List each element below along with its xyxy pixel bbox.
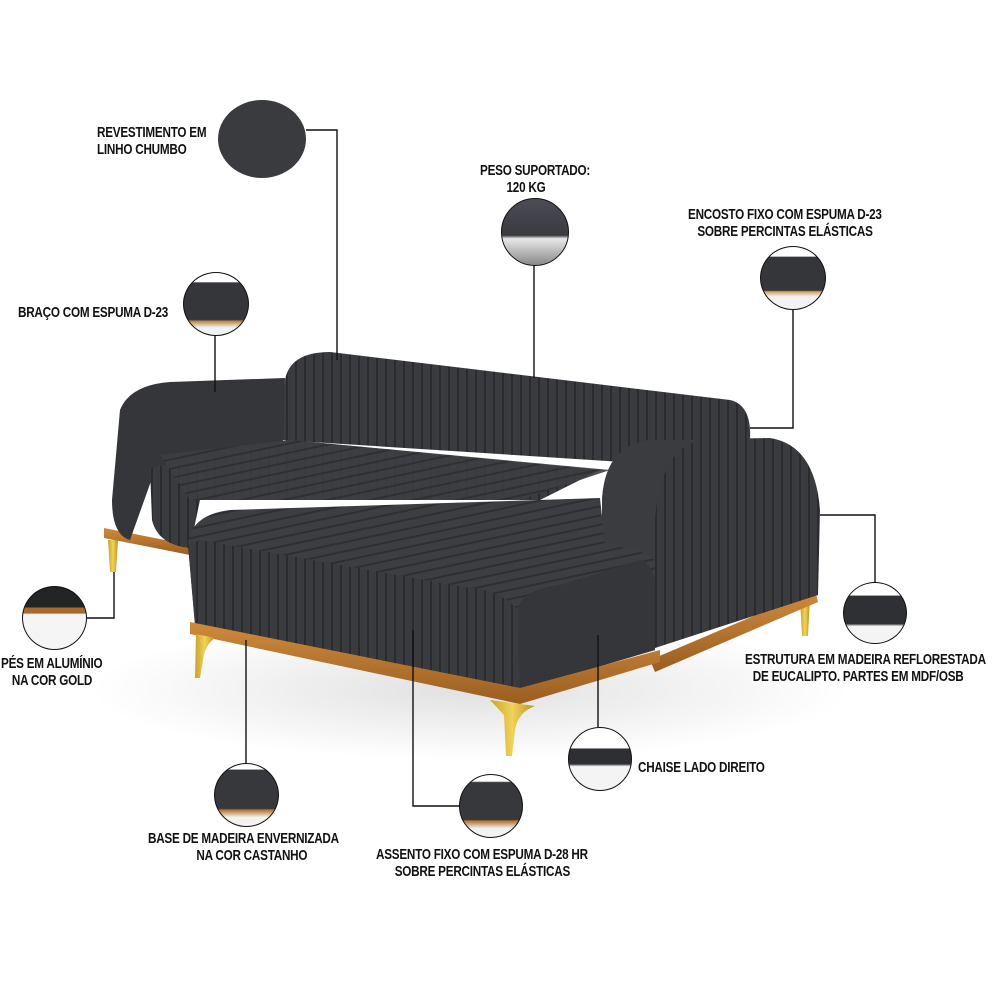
fabric-swatch-icon — [218, 100, 306, 178]
backrest-detail-icon — [760, 246, 826, 310]
room-scene-icon — [501, 198, 569, 266]
label-chaise: CHAISE LADO DIREITO — [638, 759, 765, 776]
gold-leg-icon — [22, 586, 87, 650]
seat-detail-icon — [459, 774, 523, 838]
callout-lines — [87, 129, 876, 807]
frame-structure-icon — [843, 582, 907, 644]
armrest-detail-icon — [183, 272, 249, 336]
label-peso: PESO SUPORTADO: 120 KG — [480, 162, 591, 196]
label-braco: BRAÇO COM ESPUMA D-23 — [18, 304, 169, 321]
leg — [108, 540, 118, 572]
label-estrutura: ESTRUTURA EM MADEIRA REFLORESTADA DE EUC… — [745, 651, 986, 685]
label-base: BASE DE MADEIRA ENVERNIZADA NA COR CASTA… — [148, 830, 339, 864]
label-encosto: ENCOSTO FIXO COM ESPUMA D-23 SOBRE PERCI… — [688, 206, 882, 240]
chaise-sofa-icon — [568, 727, 632, 791]
wood-base-icon — [214, 763, 279, 827]
label-revestimento: REVESTIMENTO EM LINHO CHUMBO — [97, 124, 207, 158]
label-assento: ASSENTO FIXO COM ESPUMA D-28 HR SOBRE PE… — [376, 846, 588, 880]
label-pes: PÉS EM ALUMÍNIO NA COR GOLD — [1, 655, 103, 689]
